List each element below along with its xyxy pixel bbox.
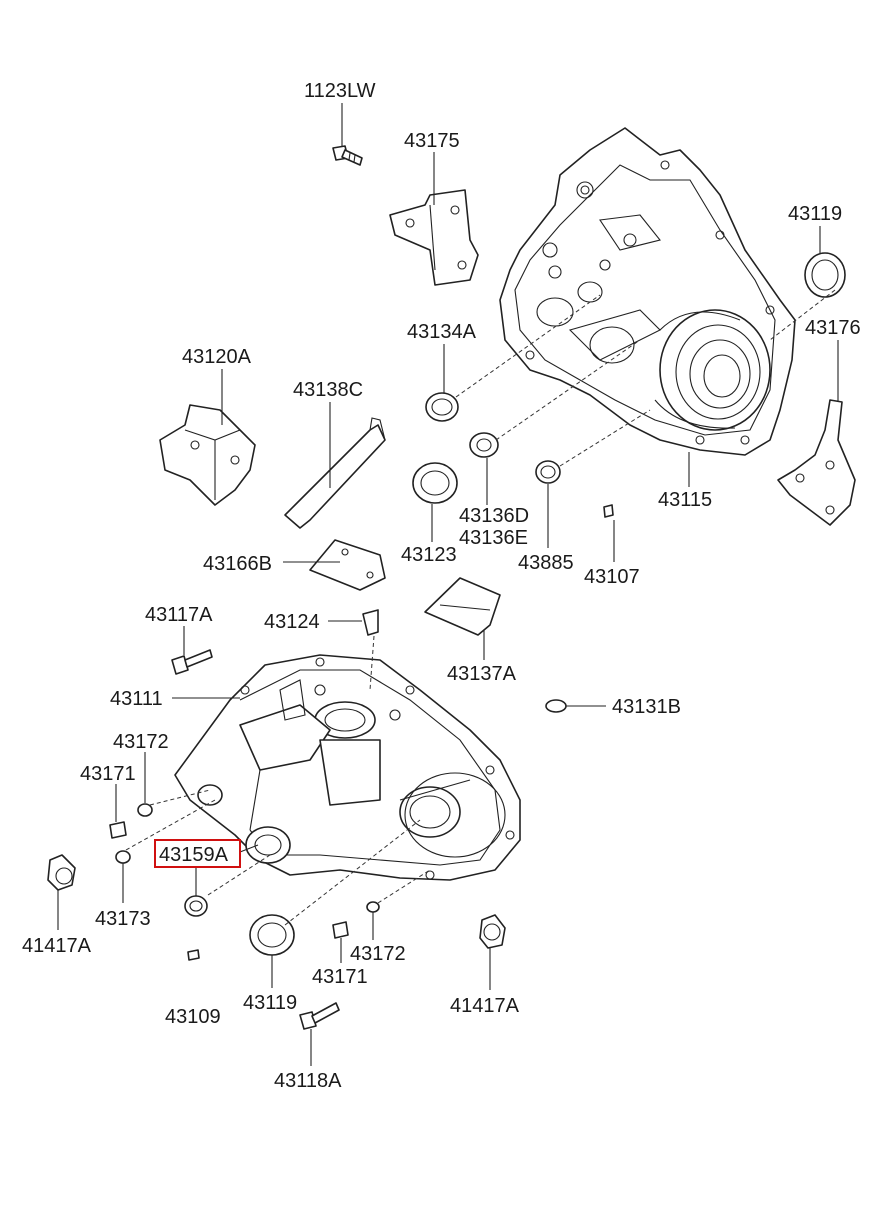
guide-43137A — [424, 577, 501, 636]
label-43138C[interactable]: 43138C — [293, 379, 363, 401]
label-43117A[interactable]: 43117A — [145, 604, 213, 626]
bracket-43120A — [159, 404, 256, 506]
label-43136D[interactable]: 43136D — [459, 505, 529, 527]
leader-lines — [57, 103, 839, 1066]
label-43176[interactable]: 43176 — [805, 317, 861, 339]
label-43166B[interactable]: 43166B — [203, 553, 272, 575]
plug-43136D — [469, 432, 499, 458]
ring-43172-bottom — [366, 901, 380, 913]
label-1123LW[interactable]: 1123LW — [304, 80, 376, 102]
bolt-43118A — [299, 1002, 340, 1030]
highlight-box-43159A — [154, 839, 241, 868]
label-43173[interactable]: 43173 — [95, 908, 151, 930]
bracket-43175 — [389, 189, 479, 286]
label-43159A[interactable]: 43159A — [159, 844, 229, 866]
cap-41417A-right — [479, 914, 506, 949]
label-43885[interactable]: 43885 — [518, 552, 574, 574]
label-43118A[interactable]: 43118A — [274, 1070, 342, 1092]
plate-43166B — [309, 539, 386, 591]
label-43137A[interactable]: 43137A — [447, 663, 517, 685]
oil-seal-43119-bottom — [249, 914, 295, 956]
plug-43171-bottom — [332, 921, 349, 939]
sensor-43124 — [362, 609, 379, 636]
transaxle-case-43115 — [499, 127, 796, 456]
assembly-lines — [125, 289, 836, 926]
label-43134A[interactable]: 43134A — [407, 321, 477, 343]
plug-43171-left — [109, 821, 127, 839]
ring-43885 — [535, 460, 561, 484]
seal-43134A — [425, 392, 459, 422]
label-43171-left[interactable]: 43171 — [80, 763, 136, 785]
label-43109[interactable]: 43109 — [165, 1006, 221, 1028]
label-43120A[interactable]: 43120A — [182, 346, 252, 368]
label-43124[interactable]: 43124 — [264, 611, 320, 633]
bearing-43123 — [412, 462, 458, 504]
label-43119-bottom[interactable]: 43119 — [243, 992, 297, 1014]
part-labels: 1123LW 43175 43119 43176 43134A 43120A 4… — [22, 80, 861, 1092]
label-41417A-left[interactable]: 41417A — [22, 935, 92, 957]
ring-43172-left — [137, 803, 153, 817]
label-43107[interactable]: 43107 — [584, 566, 640, 588]
label-43119-top[interactable]: 43119 — [788, 203, 842, 225]
label-43136E[interactable]: 43136E — [459, 527, 528, 549]
washer-43173 — [115, 850, 131, 864]
clutch-housing-43111 — [174, 654, 521, 881]
bracket-43176 — [777, 399, 856, 526]
label-43171-bottom[interactable]: 43171 — [312, 966, 368, 988]
label-43115[interactable]: 43115 — [658, 489, 712, 511]
seal-43159A — [184, 895, 208, 917]
label-43172-bottom[interactable]: 43172 — [350, 943, 406, 965]
rail-43138C — [284, 417, 386, 529]
label-41417A-right[interactable]: 41417A — [450, 995, 520, 1017]
bolt-1123LW — [332, 145, 363, 166]
label-43131B[interactable]: 43131B — [612, 696, 681, 718]
cap-41417A-left — [47, 854, 76, 891]
pin-43107 — [603, 504, 614, 518]
label-43123[interactable]: 43123 — [401, 544, 457, 566]
seal-43131B — [545, 699, 567, 713]
oil-seal-43119-top — [804, 252, 846, 298]
label-43175[interactable]: 43175 — [404, 130, 460, 152]
bolt-43117A — [171, 649, 213, 675]
label-43172-left[interactable]: 43172 — [113, 731, 169, 753]
label-43111[interactable]: 43111 — [110, 688, 163, 710]
pin-43109 — [187, 949, 200, 961]
